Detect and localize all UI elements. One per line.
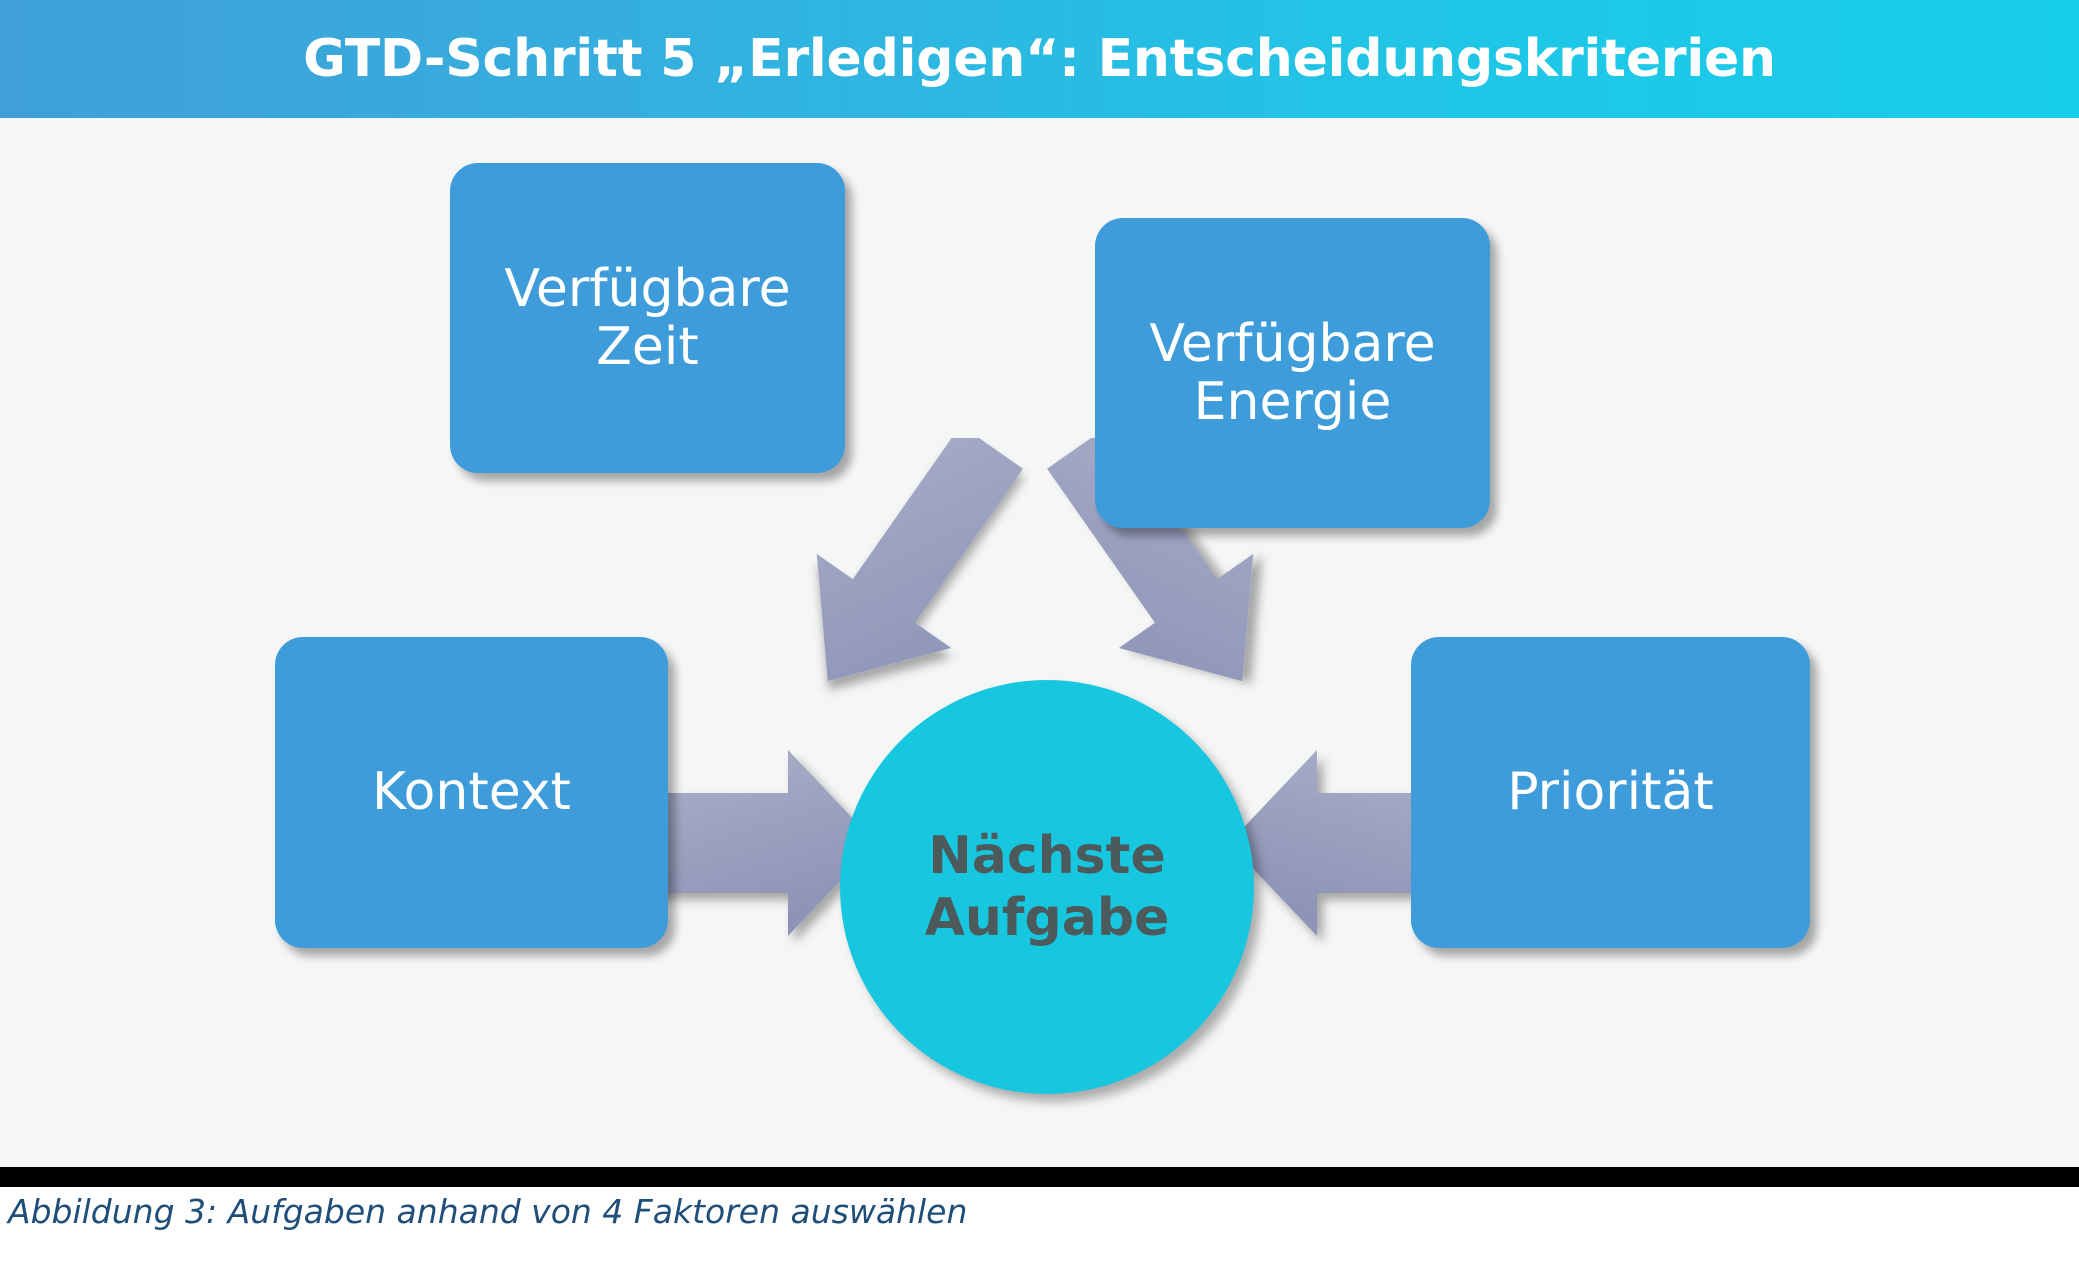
factor-label-prioritaet: Priorität bbox=[1507, 762, 1714, 823]
title-bar: GTD-Schritt 5 „Erledigen“: Entscheidungs… bbox=[0, 0, 2079, 118]
page-title: GTD-Schritt 5 „Erledigen“: Entscheidungs… bbox=[303, 29, 1776, 89]
factor-box-zeit[interactable]: Verfügbare Zeit bbox=[450, 163, 845, 473]
center-node-label: Nächste Aufgabe bbox=[924, 825, 1170, 948]
factor-label-kontext: Kontext bbox=[372, 762, 571, 823]
factor-label-zeit: Verfügbare Zeit bbox=[504, 258, 791, 377]
arrow-zeit-to-center bbox=[816, 438, 1023, 682]
figure-caption: Abbildung 3: Aufgaben anhand von 4 Fakto… bbox=[8, 1192, 968, 1231]
figure-divider-rule bbox=[0, 1167, 2079, 1187]
center-node-naechste-aufgabe[interactable]: Nächste Aufgabe bbox=[840, 680, 1254, 1094]
factor-box-prioritaet[interactable]: Priorität bbox=[1411, 637, 1810, 948]
factor-label-energie: Verfügbare Energie bbox=[1149, 313, 1436, 432]
diagram-canvas: Verfügbare Zeit Verfügbare Energie Konte… bbox=[0, 118, 2079, 1167]
factor-box-kontext[interactable]: Kontext bbox=[275, 637, 668, 948]
factor-box-energie[interactable]: Verfügbare Energie bbox=[1095, 218, 1490, 528]
